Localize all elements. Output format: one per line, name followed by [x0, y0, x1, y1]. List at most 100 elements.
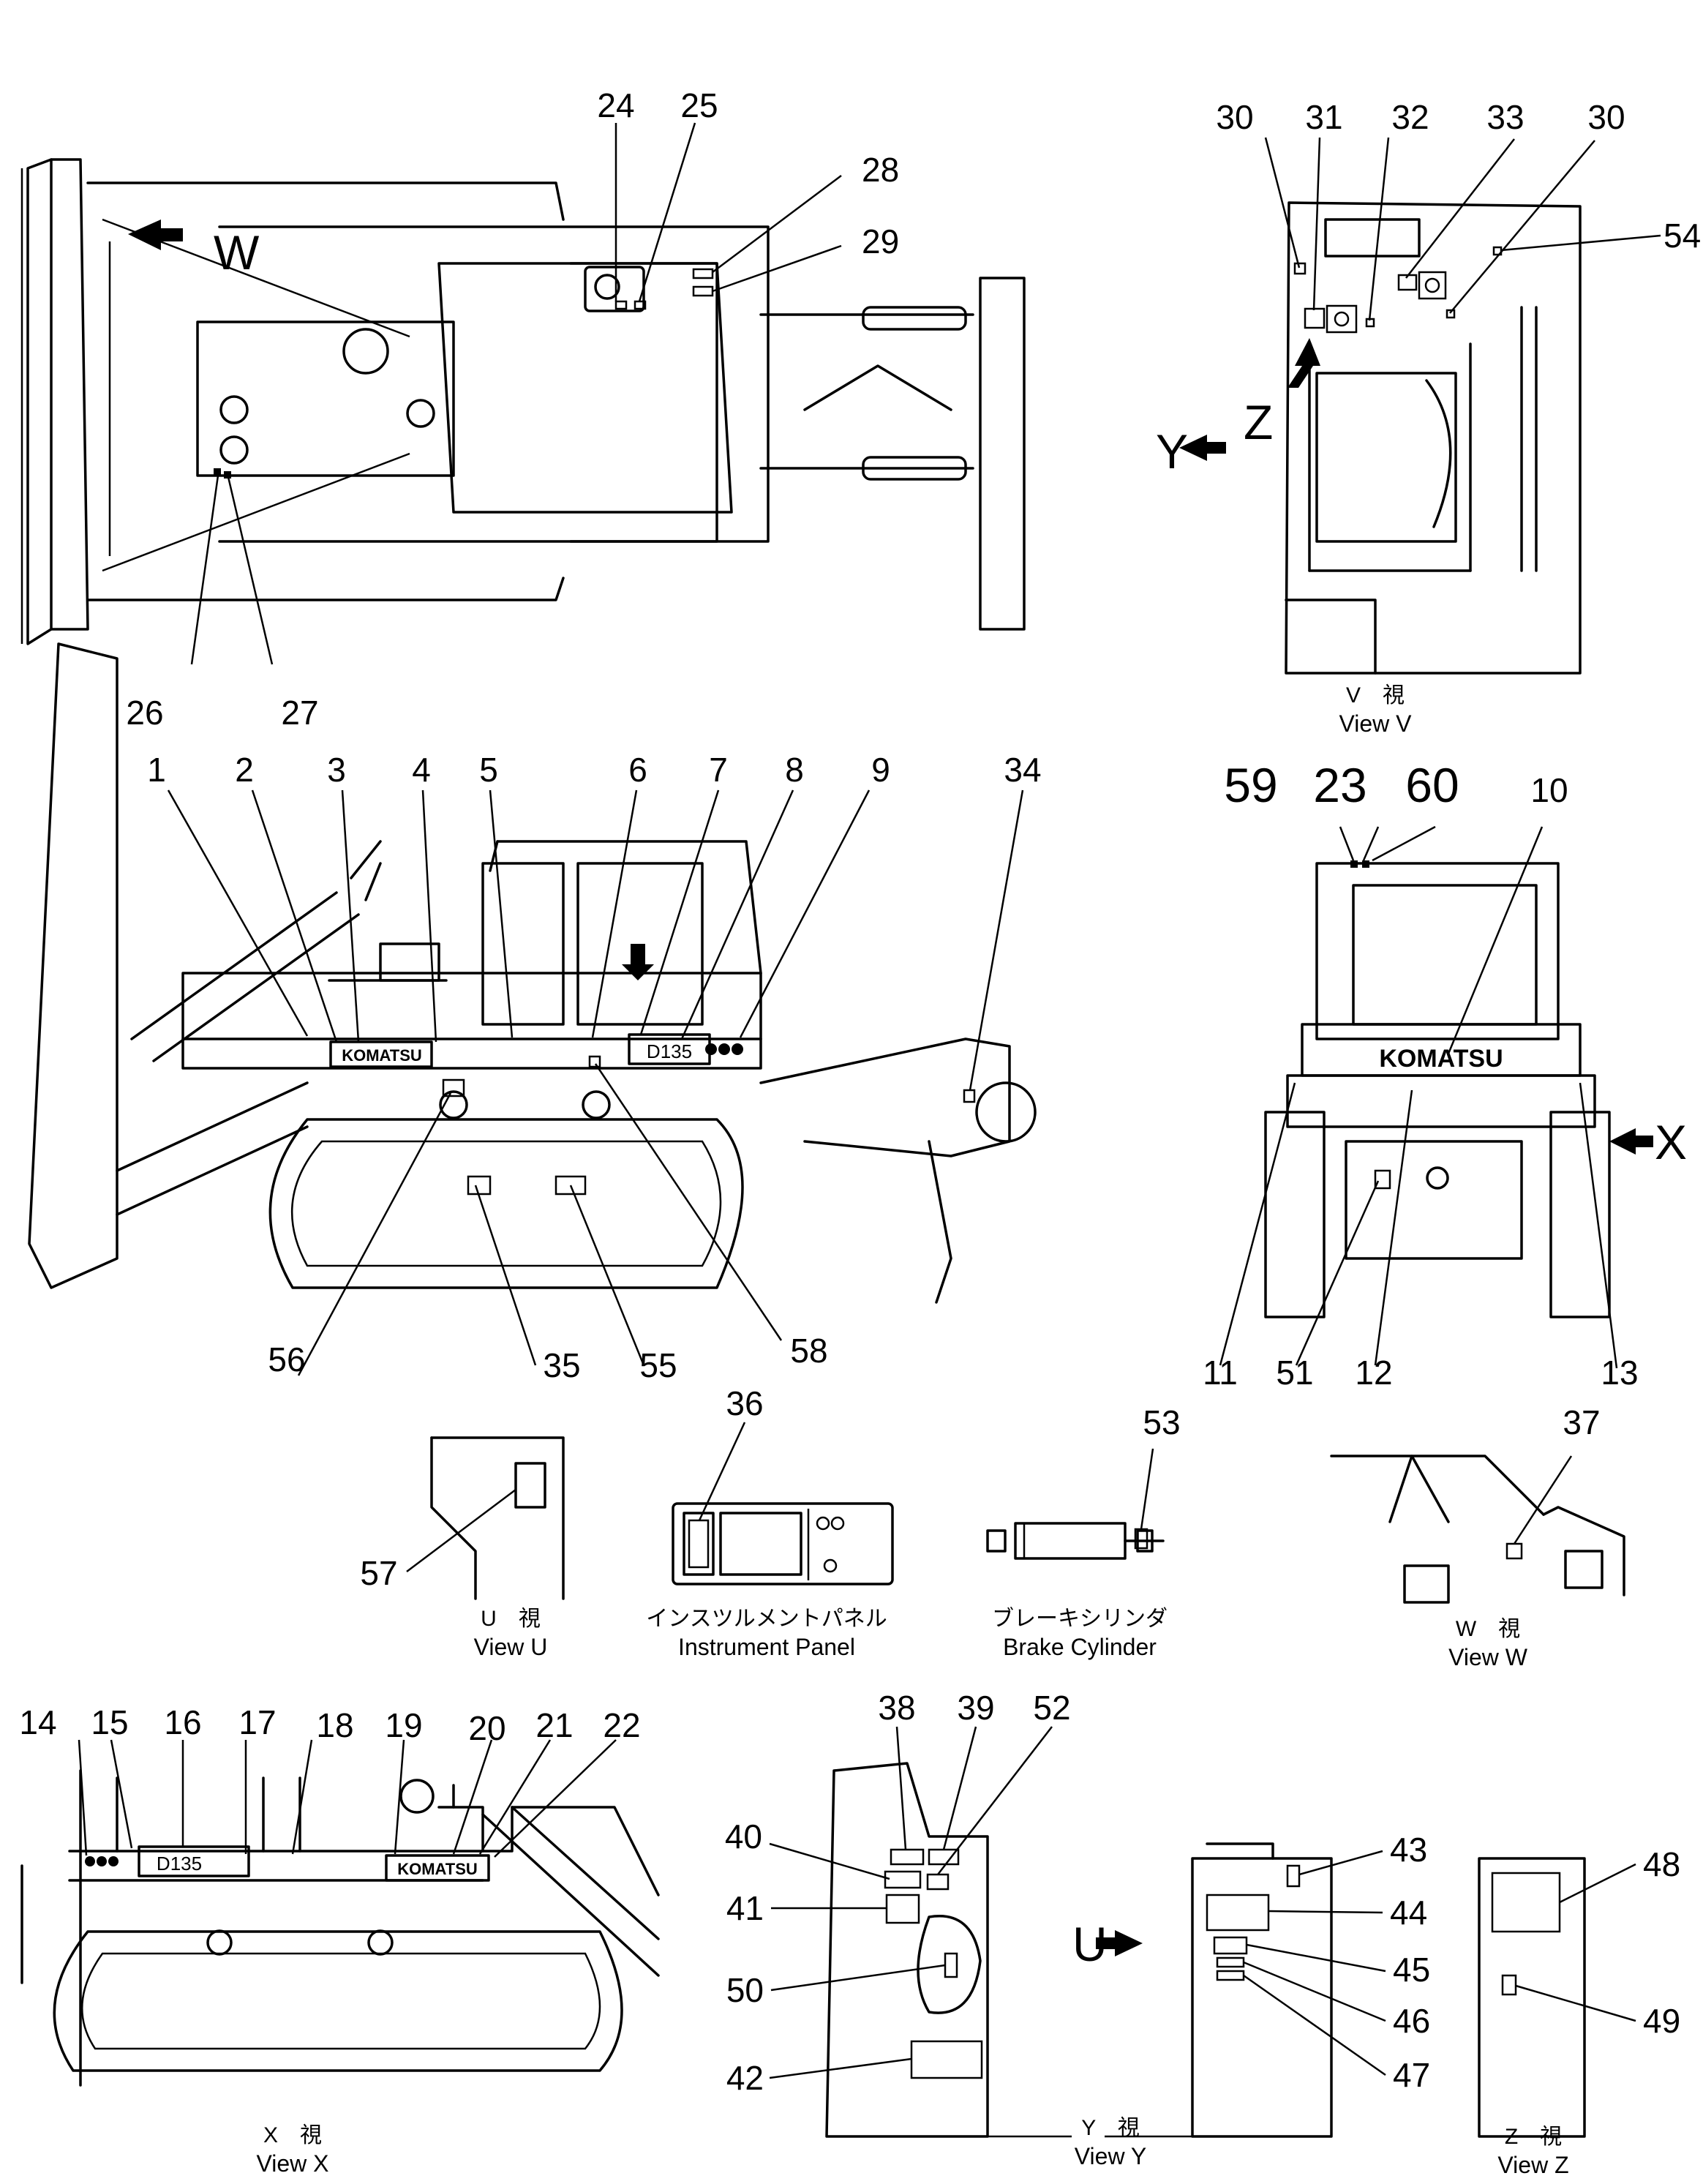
callout-44: 44 — [1390, 1894, 1427, 1932]
brake-cylinder-drawing — [986, 1522, 1165, 1560]
leader-lines — [78, 122, 1661, 2079]
callout-16: 16 — [164, 1703, 201, 1741]
decal-d135-side: D135 — [647, 1040, 692, 1062]
callout-15: 15 — [91, 1703, 128, 1741]
callout-57: 57 — [360, 1554, 397, 1592]
callout-25: 25 — [680, 86, 718, 124]
callout-54: 54 — [1663, 217, 1701, 255]
callout-12: 12 — [1355, 1354, 1392, 1392]
callout-31: 31 — [1305, 98, 1342, 136]
callout-8: 8 — [785, 751, 804, 789]
view-v-caption-jp: V 視 — [1346, 683, 1405, 708]
panel-caption-jp: インスツルメントパネル — [646, 1607, 887, 1631]
callout-49: 49 — [1643, 2002, 1680, 2040]
callout-34: 34 — [1004, 751, 1041, 789]
view-u-caption-en: View U — [474, 1634, 548, 1660]
callout-22: 22 — [603, 1706, 640, 1744]
callout-28: 28 — [862, 151, 899, 189]
callout-24: 24 — [597, 86, 634, 124]
callout-37: 37 — [1563, 1403, 1600, 1441]
view-y-caption-jp: Y 視 — [1081, 2116, 1139, 2140]
callout-3: 3 — [327, 751, 346, 789]
callout-36: 36 — [726, 1384, 763, 1422]
callout-39: 39 — [957, 1689, 994, 1727]
view-y-caption-en: View Y — [1075, 2143, 1146, 2169]
callout-6: 6 — [628, 751, 647, 789]
arrow-letter-w: W — [214, 225, 260, 279]
decal-komatsu-side: KOMATSU — [342, 1046, 422, 1065]
brake-caption-en: Brake Cylinder — [1003, 1634, 1157, 1660]
callout-13: 13 — [1601, 1354, 1638, 1392]
view-z-drawing — [1478, 1857, 1586, 2138]
callout-35: 35 — [543, 1346, 580, 1384]
callout-27: 27 — [281, 694, 318, 732]
view-z-caption-jp: Z 視 — [1505, 2125, 1562, 2149]
callout-7: 7 — [709, 751, 728, 789]
view-z-caption-en: View Z — [1497, 2152, 1568, 2178]
arrow-letter-z: Z — [1244, 395, 1273, 449]
decal-d135-x: D135 — [157, 1853, 202, 1875]
view-w-caption-jp: W 視 — [1456, 1617, 1520, 1641]
callout-47: 47 — [1393, 2056, 1430, 2094]
callout-51: 51 — [1276, 1354, 1313, 1392]
callout-40: 40 — [725, 1817, 762, 1855]
view-y-drawing — [825, 1762, 1192, 2138]
callout-59: 59 — [1224, 758, 1277, 812]
decal-komatsu-rear: KOMATSU — [1379, 1045, 1503, 1073]
callout-labels: 24 25 28 29 26 27 30 31 32 33 30 54 1 2 … — [19, 86, 1701, 2097]
callout-30: 30 — [1216, 98, 1253, 136]
top-view-drawing — [20, 158, 1026, 645]
callout-17: 17 — [238, 1703, 276, 1741]
callout-43: 43 — [1390, 1831, 1427, 1869]
callout-10: 10 — [1530, 771, 1568, 809]
callout-2: 2 — [235, 751, 254, 789]
callout-33: 33 — [1486, 98, 1524, 136]
arrow-letter-y: Y — [1156, 424, 1188, 479]
callout-1: 1 — [147, 751, 166, 789]
callout-18: 18 — [316, 1706, 353, 1744]
callout-56: 56 — [268, 1340, 305, 1378]
arrow-letter-u: U — [1072, 1917, 1108, 1971]
callout-41: 41 — [726, 1889, 764, 1927]
callout-14: 14 — [19, 1703, 56, 1741]
callout-5: 5 — [479, 751, 498, 789]
view-u-caption-jp: U 視 — [481, 1607, 541, 1631]
callout-52: 52 — [1033, 1689, 1070, 1727]
view-x-caption-jp: X 視 — [263, 2123, 322, 2147]
callout-58: 58 — [790, 1332, 827, 1370]
callout-30b: 30 — [1587, 98, 1625, 136]
callout-23: 23 — [1313, 758, 1366, 812]
callout-53: 53 — [1143, 1403, 1180, 1441]
callout-29: 29 — [862, 222, 899, 260]
arrow-u — [1096, 1930, 1143, 1956]
instrument-panel-drawing — [672, 1502, 894, 1586]
callout-50: 50 — [726, 1971, 764, 2009]
callout-42: 42 — [726, 2059, 764, 2097]
view-w-drawing — [1330, 1455, 1625, 1604]
view-v-caption-en: View V — [1339, 710, 1412, 737]
view-v-drawing — [1179, 201, 1582, 675]
callout-19: 19 — [385, 1706, 422, 1744]
view-w-caption-en: View W — [1448, 1644, 1528, 1670]
callout-26: 26 — [126, 694, 163, 732]
callout-60: 60 — [1405, 758, 1459, 812]
callout-4: 4 — [412, 751, 431, 789]
arrow-letter-x: X — [1655, 1115, 1687, 1169]
callout-32: 32 — [1391, 98, 1429, 136]
view-x-caption-en: View X — [256, 2150, 328, 2177]
callout-11: 11 — [1203, 1354, 1238, 1392]
callout-48: 48 — [1643, 1845, 1680, 1883]
callout-38: 38 — [878, 1689, 915, 1727]
callout-21: 21 — [535, 1706, 573, 1744]
brake-caption-jp: ブレーキシリンダ — [992, 1607, 1168, 1631]
callout-20: 20 — [468, 1709, 505, 1747]
callout-9: 9 — [871, 751, 890, 789]
callout-55: 55 — [639, 1346, 677, 1384]
view-x-drawing: KOMATSU D135 — [20, 1769, 660, 2087]
side-view-drawing: KOMATSU D135 — [28, 642, 1037, 1304]
rear-view-drawing: KOMATSU — [1264, 860, 1653, 1318]
view-u-drawing — [430, 1436, 565, 1600]
callout-45: 45 — [1393, 1951, 1430, 1989]
callout-46: 46 — [1393, 2002, 1430, 2040]
